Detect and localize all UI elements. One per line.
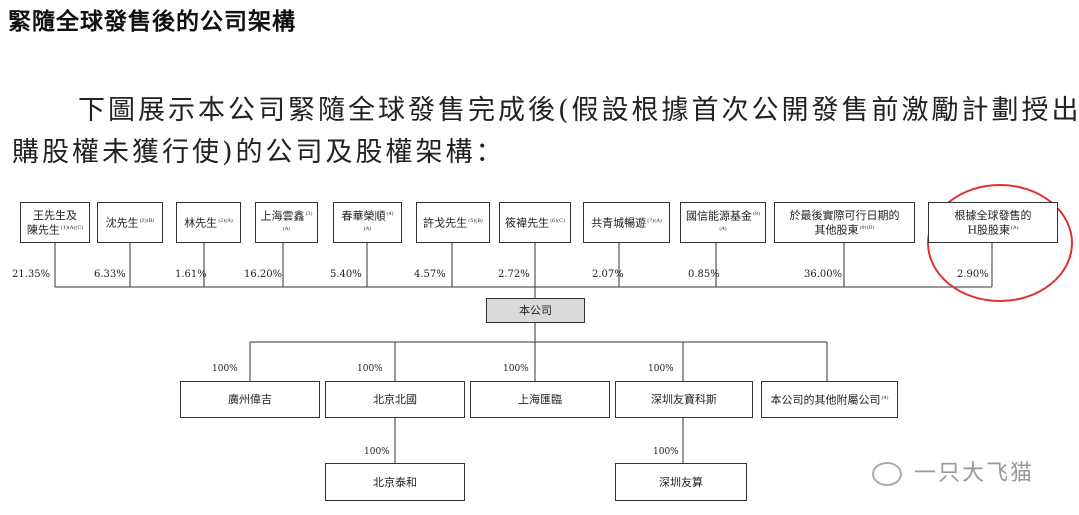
- highlight-circle: [927, 184, 1073, 302]
- shareholding-pct: 2.72%: [498, 269, 530, 280]
- shareholding-pct: 1.61%: [175, 269, 207, 280]
- page-heading: 緊隨全球發售後的公司架構: [8, 9, 296, 35]
- shareholding-pct: 21.35%: [12, 269, 51, 280]
- shareholding-pct: 6.33%: [94, 269, 126, 280]
- subsidiary-box-guangzhou-weiji: 廣州偉吉: [180, 381, 320, 418]
- paragraph-line-2: 購股權未獲行使)的公司及股權架構：: [12, 137, 506, 168]
- second-level-pct: 100%: [364, 447, 390, 457]
- subsidiary-pct: 100%: [357, 364, 383, 374]
- shareholder-box-wang-chen: 王先生及陳先生(1)(A)(C): [20, 202, 90, 243]
- subsidiary-box-beijing-taihe: 北京泰和: [325, 463, 465, 501]
- subsidiary-box-beijing-beiguo: 北京北國: [325, 381, 465, 418]
- shareholder-box-shanghai-yunxin: 上海雲鑫(3)(A): [255, 202, 318, 243]
- subsidiary-pct: 100%: [648, 364, 674, 374]
- shareholding-pct: 2.07%: [592, 269, 624, 280]
- shareholder-box-xu-ge: 許戈先生(5)(B): [416, 202, 490, 243]
- shareholder-box-shen: 沈先生(2)(B): [97, 202, 163, 243]
- shareholding-pct: 4.57%: [414, 269, 446, 280]
- shareholding-pct: 36.00%: [804, 269, 843, 280]
- shareholding-pct: 5.40%: [330, 269, 362, 280]
- subsidiary-pct: 100%: [212, 364, 238, 374]
- subsidiary-box-shenzhen-yousuan: 深圳友算: [615, 463, 747, 501]
- company-box: 本公司: [486, 298, 585, 323]
- shareholding-pct: 0.85%: [688, 269, 720, 280]
- watermark-text: 一只大飞猫: [914, 461, 1035, 486]
- shareholder-box-gongqingcheng: 共青城暢遊(7)(A): [583, 202, 670, 243]
- subsidiary-pct: 100%: [503, 364, 529, 374]
- shareholding-pct: 16.20%: [244, 269, 283, 280]
- shareholding-pct: 2.90%: [957, 269, 989, 280]
- paragraph-line-1: 下圖展示本公司緊隨全球發售完成後(假設根據首次公開發售前激勵計劃授出的: [78, 95, 1079, 126]
- second-level-pct: 100%: [653, 447, 679, 457]
- watermark: 一只大飞猫: [872, 455, 1034, 487]
- shareholder-box-xiao-yi: 筱禕先生(6)(C): [499, 202, 571, 243]
- shareholder-box-lin: 林先生(2)(A): [176, 202, 241, 243]
- wechat-icon: [872, 462, 902, 486]
- subsidiary-box-shanghai-huilin: 上海匯臨: [470, 381, 610, 418]
- subsidiary-box-other-subsidiaries: 本公司的其他附屬公司(4): [761, 381, 898, 418]
- subsidiary-box-shenzhen-youbao-kesi: 深圳友寶科斯: [615, 381, 753, 418]
- shareholder-box-guoxin-fund: 國信能源基金(8)(A): [680, 202, 766, 243]
- shareholder-box-other-shareholders: 於最後實際可行日期的其他股東(9)(D): [774, 202, 915, 243]
- shareholder-box-chunhua-rongshun: 春華榮順(4)(A): [333, 202, 402, 243]
